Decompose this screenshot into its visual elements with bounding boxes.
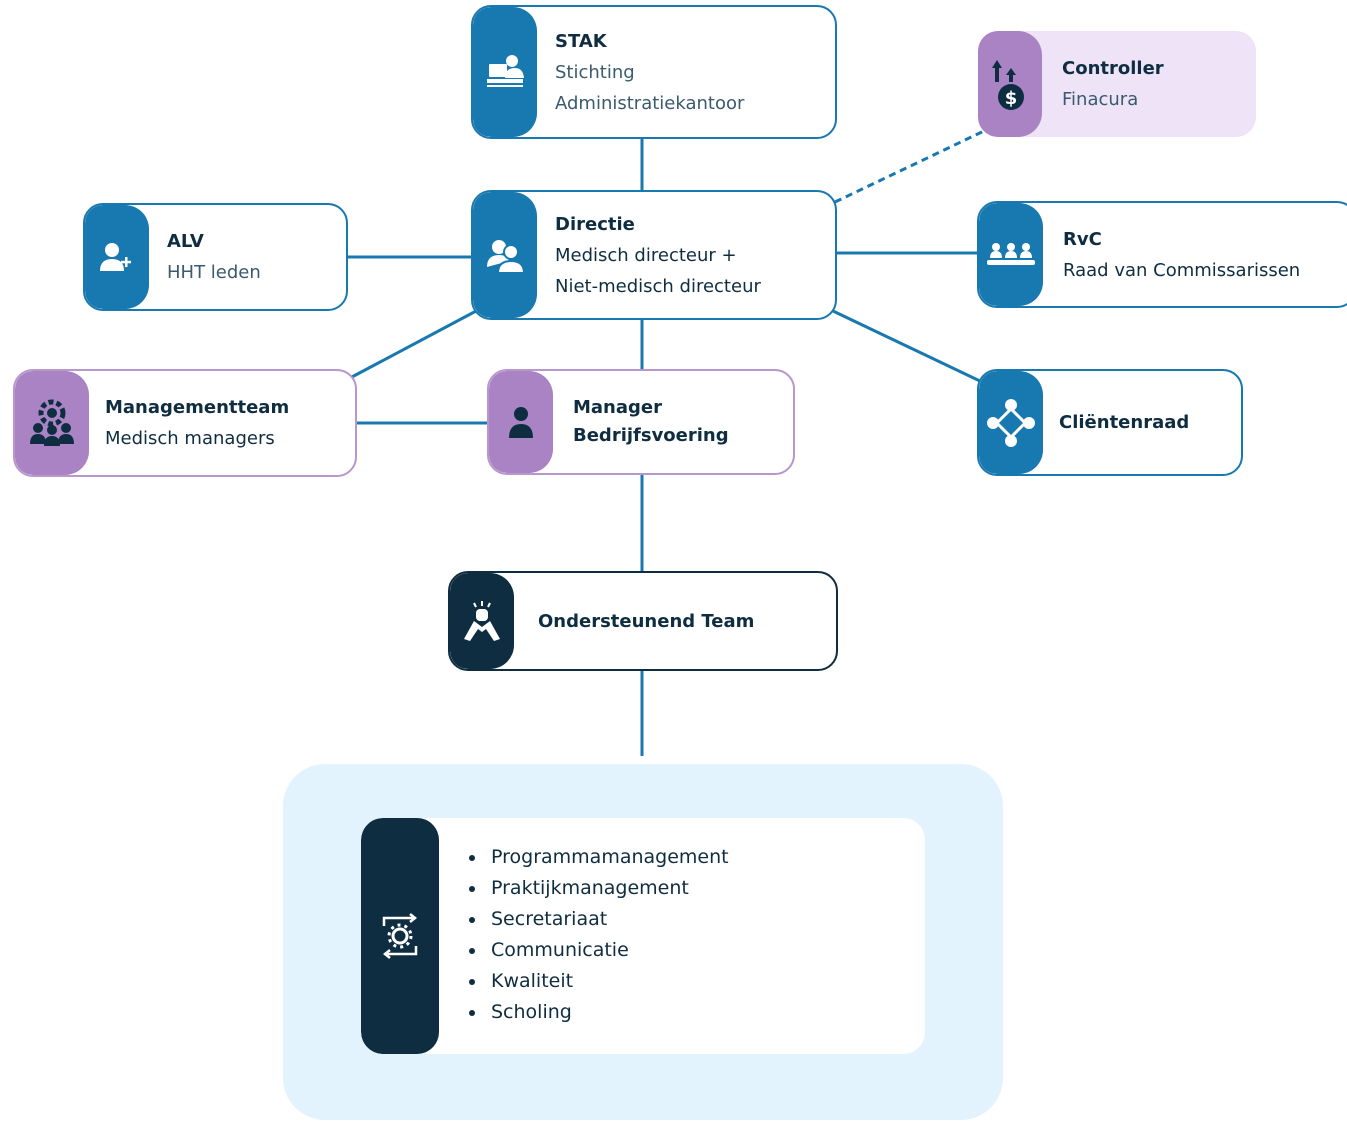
directie-line-1: Medisch directeur +	[555, 244, 737, 266]
controller-line-1: Finacura	[1062, 89, 1139, 110]
support-task-item: Communicatie	[487, 935, 729, 966]
ondersteunend-node[interactable]: Ondersteunend Team	[448, 571, 838, 671]
process-gear-icon	[361, 818, 439, 1054]
stak-title: STAK	[555, 30, 607, 52]
rvc-line-1: Raad van Commissarissen	[1063, 259, 1301, 281]
managementteam-node[interactable]: Managementteam Medisch managers	[13, 369, 357, 477]
support-task-item: Praktijkmanagement	[487, 873, 729, 904]
connector-directie-managementteam	[349, 308, 479, 380]
managementteam-title: Managementteam	[105, 397, 290, 418]
alv-title: ALV	[167, 231, 204, 252]
support-task-list: Programmamanagement Praktijkmanagement S…	[465, 842, 729, 1028]
rvc-node[interactable]: RvC Raad van Commissarissen	[977, 201, 1347, 308]
handshake-icon	[450, 573, 514, 669]
board-meeting-icon	[979, 203, 1043, 306]
dollar-growth-icon: $	[978, 31, 1042, 137]
alv-node[interactable]: ALV HHT leden	[83, 203, 348, 311]
support-task-item: Kwaliteit	[487, 966, 729, 997]
rvc-title: RvC	[1063, 228, 1102, 250]
clientenraad-title: Cliëntenraad	[1059, 412, 1190, 433]
ondersteunend-title: Ondersteunend Team	[538, 610, 755, 632]
connector-directie-controller	[834, 128, 987, 204]
manager-title: Manager	[573, 397, 662, 418]
office-desk-icon	[473, 7, 537, 137]
stak-line-1: Stichting	[555, 61, 635, 83]
manager-line-1: Bedrijfsvoering	[573, 425, 729, 446]
support-task-item: Programmamanagement	[487, 842, 729, 873]
stak-line-2: Administratiekantoor	[555, 92, 745, 114]
directie-node[interactable]: Directie Medisch directeur + Niet-medisc…	[471, 190, 837, 320]
directie-line-2: Niet-medisch directeur	[555, 275, 761, 297]
users-icon	[473, 192, 537, 318]
clientenraad-node[interactable]: Cliëntenraad	[977, 369, 1243, 476]
controller-title: Controller	[1062, 58, 1164, 79]
network-people-icon	[979, 371, 1043, 474]
managementteam-line-1: Medisch managers	[105, 428, 275, 449]
person-icon	[489, 371, 553, 473]
team-gear-icon	[15, 371, 89, 475]
support-task-item: Secretariaat	[487, 904, 729, 935]
directie-title: Directie	[555, 213, 635, 235]
svg-text:$: $	[1005, 88, 1018, 109]
controller-node[interactable]: $ Controller Finacura	[978, 31, 1256, 137]
stak-node[interactable]: STAK Stichting Administratiekantoor	[471, 5, 837, 139]
alv-line-1: HHT leden	[167, 262, 261, 283]
support-task-item: Scholing	[487, 997, 729, 1028]
add-user-icon	[85, 205, 149, 309]
support-tasks-card: Programmamanagement Praktijkmanagement S…	[361, 818, 925, 1054]
manager-node[interactable]: Manager Bedrijfsvoering	[487, 369, 795, 475]
connector-directie-clientenraad	[832, 309, 983, 384]
